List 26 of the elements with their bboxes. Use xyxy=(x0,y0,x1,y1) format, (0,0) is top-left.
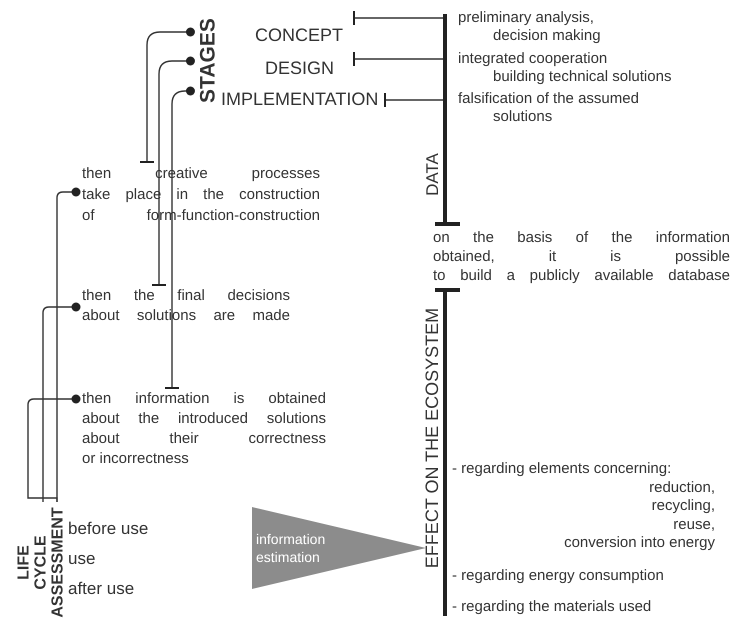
connector-line xyxy=(27,394,80,502)
axis-label: DATA xyxy=(423,152,440,196)
connector-line xyxy=(42,302,80,502)
connector-line xyxy=(151,56,195,286)
connector-line xyxy=(139,28,195,163)
description-text: on the basis of the information obtained, it is possible to build a publicly available database xyxy=(433,228,730,285)
stage-label: IMPLEMENTATION xyxy=(221,90,385,110)
phase-label: use xyxy=(68,549,96,569)
phase-label: before use xyxy=(68,519,148,539)
phase-label: after use xyxy=(68,579,134,599)
connector-line xyxy=(353,51,443,67)
axis-label: EFFECT ON THE ECOSYSTEM xyxy=(423,308,442,568)
connector-line xyxy=(353,10,443,26)
connector-line xyxy=(384,92,443,108)
stage-heading: STAGES xyxy=(196,12,220,109)
connector-line xyxy=(164,86,195,389)
description-text: then information is obtained about the introduced solutions about their correctness or incorrectness xyxy=(82,389,326,469)
stage-label: CONCEPT xyxy=(255,12,354,46)
list-item: - regarding elements concerning: reduction, recycling, reuse, conversion into energy xyxy=(452,460,715,552)
description-text: preliminary analysis, decision making xyxy=(458,9,601,45)
list-item: - regarding the materials used xyxy=(452,598,652,616)
list-item: - regarding energy consumption xyxy=(452,567,664,585)
vertical-heading: LIFE CYCLE ASSESSMENT xyxy=(16,502,66,622)
description-text: falsification of the assumed solutions xyxy=(458,90,639,126)
stage-label: DESIGN xyxy=(265,52,354,78)
shape-label: information estimation xyxy=(256,530,326,566)
